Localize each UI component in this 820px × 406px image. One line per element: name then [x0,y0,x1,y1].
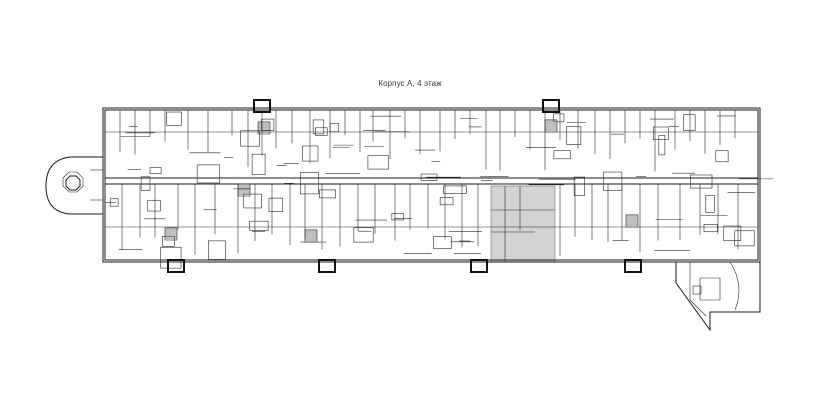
building-outline [102,107,761,263]
stair-shafts [167,99,642,273]
room-partitions [105,110,774,269]
highlighted-unit[interactable] [490,185,556,263]
corridor-lines [105,131,758,228]
right-annex [675,261,761,332]
octagon-wing [45,156,103,215]
floor-plan-title: Корпус А, 4 этаж [378,79,442,88]
